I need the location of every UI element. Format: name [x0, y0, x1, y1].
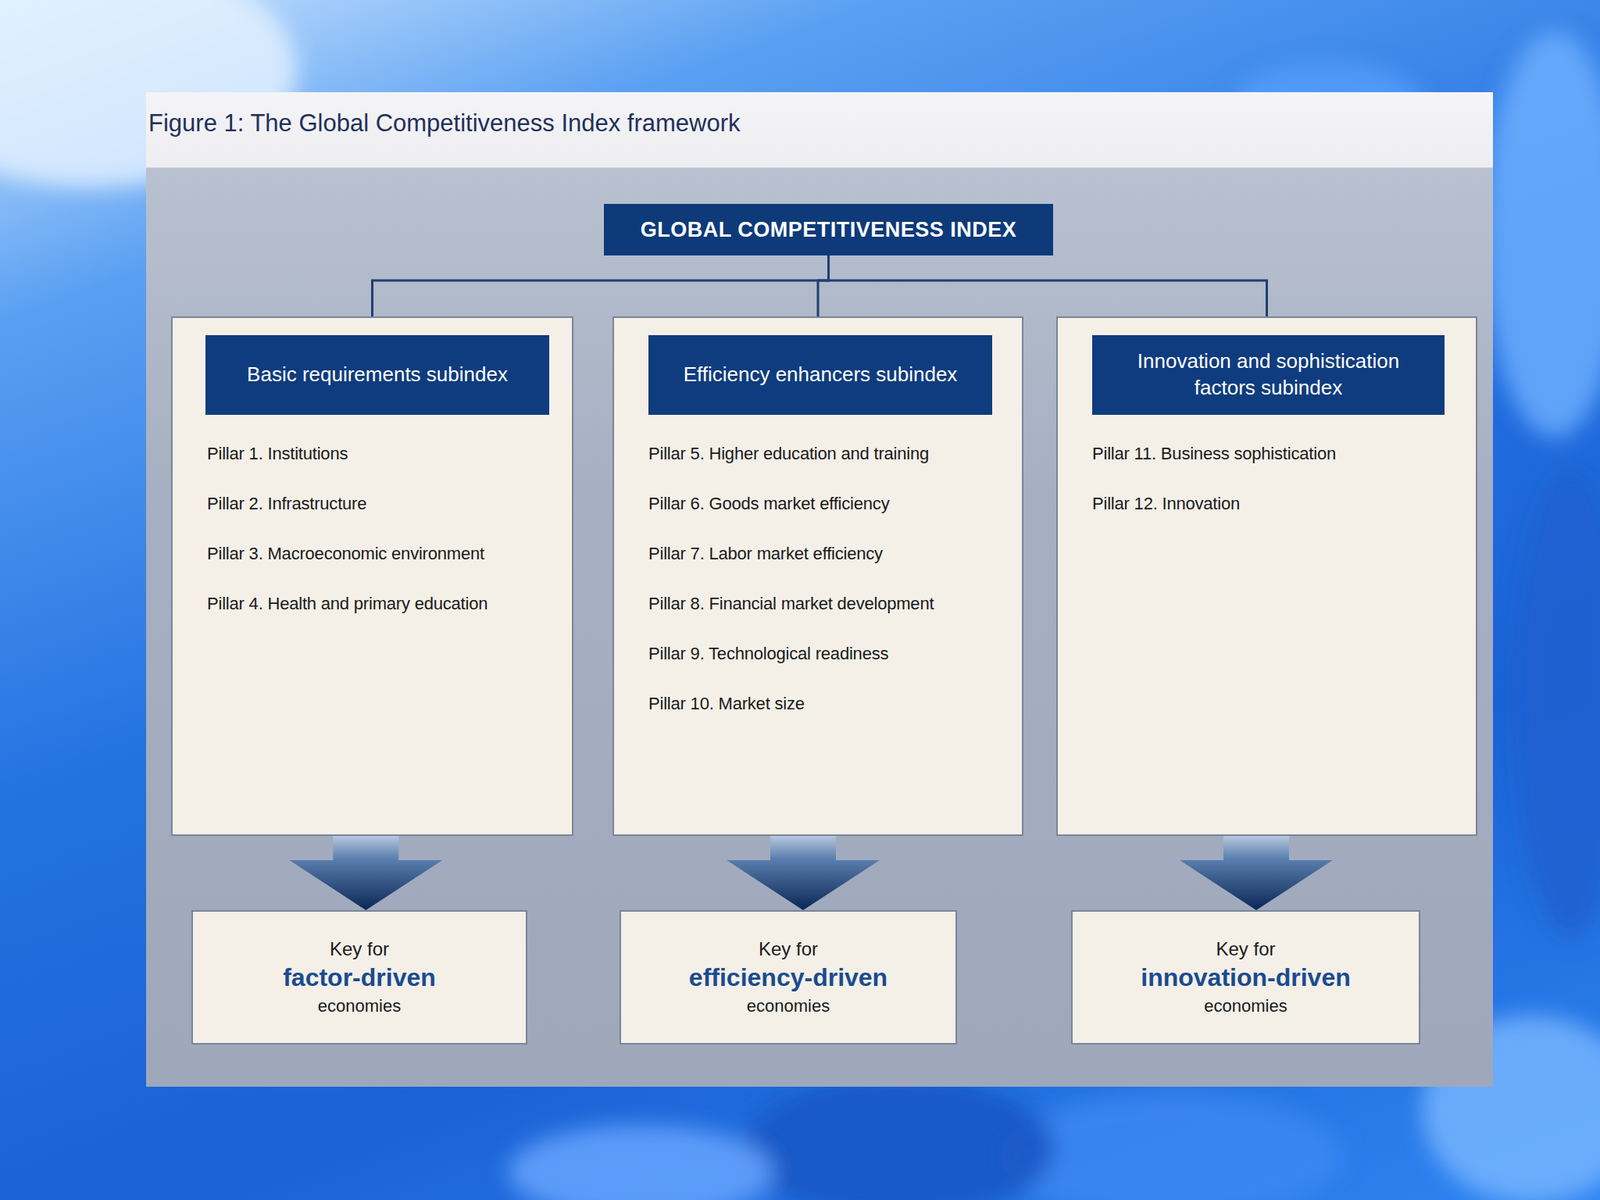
key-text: economies	[746, 994, 830, 1019]
box-label: Innovation and sophistication factors su…	[1106, 348, 1431, 402]
index-box: GLOBAL COMPETITIVENESS INDEX	[603, 203, 1054, 256]
pillar-label: Pillar 11. Business sophistication	[1092, 438, 1461, 470]
pillar-label: Pillar 10. Market size	[648, 688, 1007, 720]
key-text: Key for	[1215, 936, 1275, 962]
tree-connector	[372, 255, 829, 317]
box-label: GLOBAL COMPETITIVENESS INDEX	[640, 217, 1018, 243]
pillar-list: Pillar 5. Higher education and trainingP…	[648, 438, 1007, 739]
pillar-list: Pillar 11. Business sophisticationPillar…	[1092, 438, 1461, 539]
pillar-label: Pillar 7. Labor market efficiency	[648, 538, 1007, 570]
key-text: economies	[317, 994, 401, 1019]
block-arrow	[289, 831, 443, 911]
subindex-header: Efficiency enhancers subindex	[648, 335, 993, 415]
subindex-column: Pillar 1. InstitutionsPillar 2. Infrastr…	[171, 316, 574, 836]
pillar-label: Pillar 2. Infrastructure	[207, 488, 557, 520]
pillar-label: Pillar 12. Innovation	[1092, 488, 1461, 520]
block-arrow	[1179, 831, 1333, 911]
pillar-label: Pillar 9. Technological readiness	[648, 638, 1007, 670]
key-text: Key for	[758, 936, 818, 962]
figure-title: Figure 1: The Global Competitiveness Ind…	[148, 109, 741, 138]
key-text: factor-driven	[282, 961, 436, 995]
subindex-header: Basic requirements subindex	[205, 335, 550, 415]
pillar-label: Pillar 5. Higher education and training	[648, 438, 1007, 470]
pillar-label: Pillar 3. Macroeconomic environment	[207, 538, 557, 570]
economy-key-box: Key forfactor-driveneconomies	[191, 910, 528, 1045]
pillar-list: Pillar 1. InstitutionsPillar 2. Infrastr…	[207, 438, 557, 639]
key-text: Key for	[329, 936, 390, 962]
pillar-label: Pillar 6. Goods market efficiency	[648, 488, 1007, 520]
subindex-column: Pillar 5. Higher education and trainingP…	[612, 316, 1024, 836]
pillar-label: Pillar 8. Financial market development	[648, 588, 1007, 620]
subindex-header: Innovation and sophistication factors su…	[1092, 335, 1445, 415]
block-arrow	[726, 831, 880, 911]
economy-key-box: Key forefficiency-driveneconomies	[619, 910, 958, 1045]
box-label: Efficiency enhancers subindex	[683, 361, 958, 389]
pillar-label: Pillar 1. Institutions	[207, 438, 557, 470]
economy-key-box: Key forinnovation-driveneconomies	[1071, 910, 1421, 1045]
key-text: efficiency-driven	[689, 961, 888, 995]
key-text: economies	[1203, 994, 1287, 1019]
tree-connector	[817, 255, 829, 317]
tree-connector	[828, 255, 1268, 317]
box-label: Basic requirements subindex	[246, 361, 508, 389]
pillar-label: Pillar 4. Health and primary education	[207, 588, 557, 620]
subindex-column: Pillar 11. Business sophisticationPillar…	[1056, 316, 1478, 836]
key-text: innovation-driven	[1140, 961, 1350, 995]
